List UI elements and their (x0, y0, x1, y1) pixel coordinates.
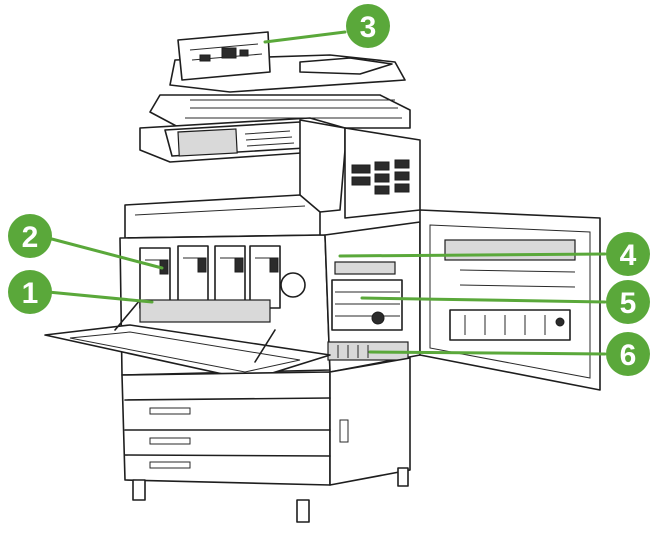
callout-4: 4 (338, 232, 650, 276)
callout-4-badge (606, 232, 650, 276)
callout-2-badge (8, 214, 52, 258)
document-feeder (149, 31, 411, 129)
casters (132, 467, 409, 523)
callout-5: 5 (360, 280, 650, 324)
transfer-area (327, 261, 409, 361)
callout-6-label: 6 (620, 339, 637, 372)
callout-2-label: 2 (22, 221, 39, 254)
callout-1-badge (8, 270, 52, 314)
callout-6: 6 (368, 332, 650, 376)
paper-trays (121, 357, 411, 486)
callout-6-leader (368, 350, 607, 356)
toner-cartridges (139, 245, 281, 323)
callout-2: 2 (8, 214, 164, 270)
callout-2-leader (46, 236, 164, 270)
callout-3-badge (346, 4, 390, 48)
front-door-open (44, 299, 331, 381)
callout-1-label: 1 (22, 277, 39, 310)
callout-5-badge (606, 280, 650, 324)
callout-5-leader (360, 296, 607, 304)
callout-4-label: 4 (620, 239, 637, 272)
callout-6-badge (606, 332, 650, 376)
callout-5-label: 5 (620, 287, 637, 320)
callout-3-leader (263, 30, 347, 44)
callout-1-leader (46, 290, 154, 304)
side-vents (351, 159, 410, 195)
printer-upper-body (124, 119, 421, 239)
callout-3: 3 (263, 4, 390, 48)
callout-3-label: 3 (360, 11, 377, 44)
callout-1: 1 (8, 270, 154, 314)
callout-4-leader (338, 252, 607, 258)
